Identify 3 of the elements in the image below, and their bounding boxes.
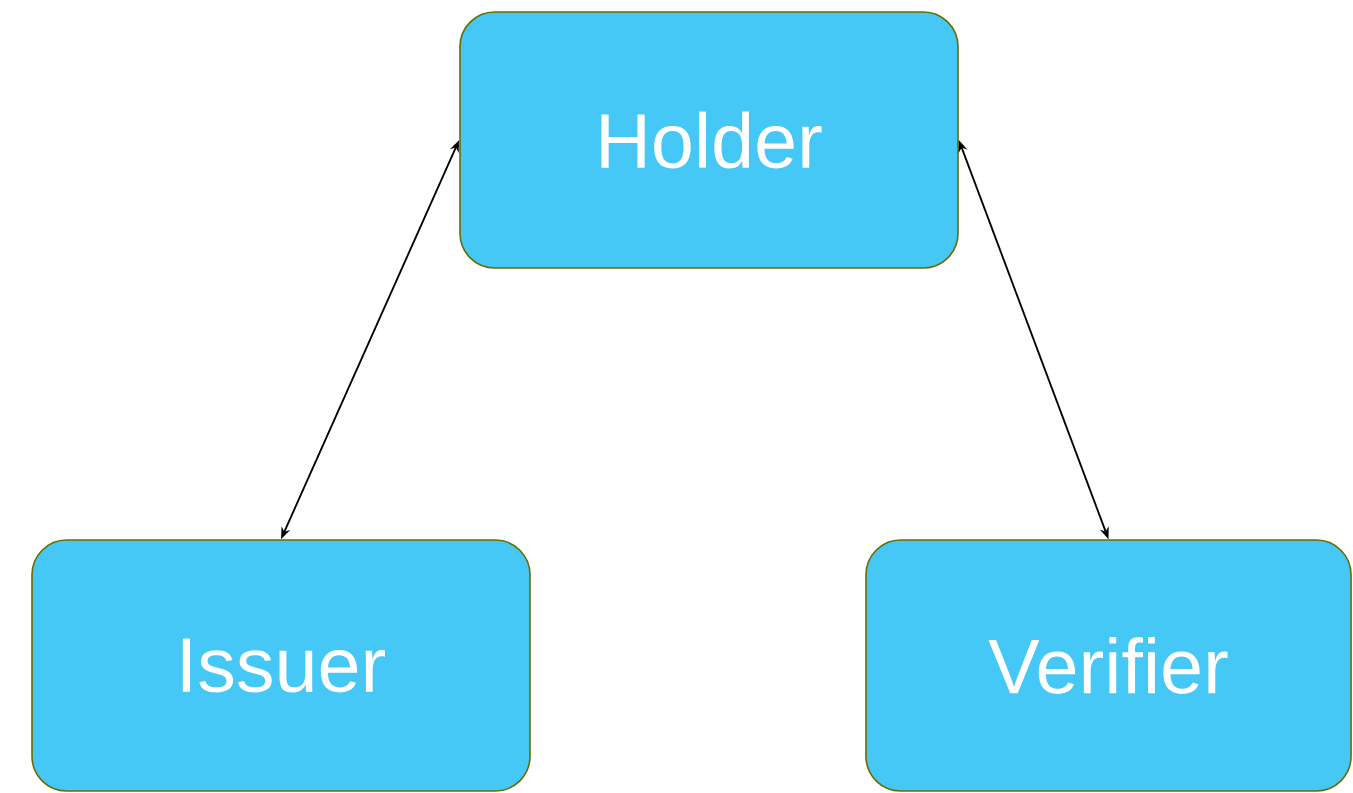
process-box: Issuer: [31, 539, 531, 792]
process-box: Holder: [459, 11, 959, 269]
process-box: Verifier: [865, 539, 1352, 792]
